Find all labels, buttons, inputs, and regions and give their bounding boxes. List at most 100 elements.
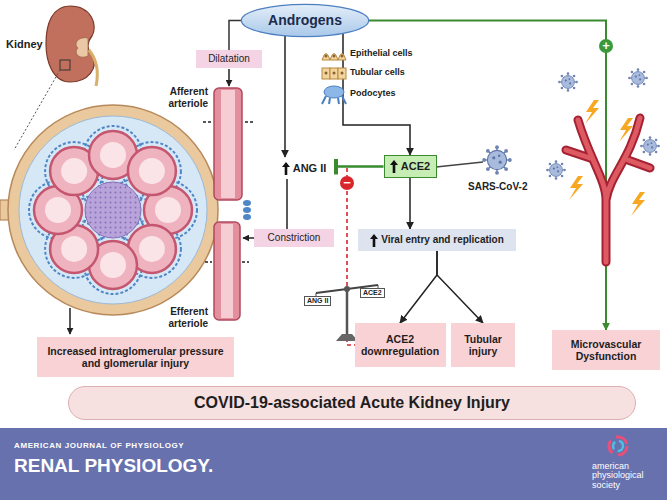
glomerulus-illustration: [85, 182, 141, 238]
cell-label: Epithelial cells: [350, 48, 413, 58]
effect-box: Constriction: [254, 229, 334, 247]
macula-densa: [243, 200, 251, 206]
epithelial-cell-icon: [341, 55, 344, 58]
lightning-icon: [585, 100, 599, 124]
virus-particles: [558, 72, 578, 92]
node-text: Viral entry and replication: [381, 234, 504, 246]
connector-arrow: [368, 21, 606, 331]
glomerulus-illustration: [8, 105, 218, 315]
text-holder: ANG II: [282, 162, 327, 175]
afferent-arteriole: [203, 121, 253, 123]
text-holder: Androgens: [268, 12, 342, 28]
lightning-icon: [631, 192, 645, 216]
tubular-cell-icon: [325, 72, 328, 75]
epithelial-cell-icon: [333, 55, 336, 58]
glomerulus-illustration: [155, 197, 181, 223]
macula-densa: [243, 214, 251, 220]
text-holder: ACE2 downregulation: [360, 333, 441, 357]
ellipse-outline: [241, 4, 368, 36]
constriction-arrow: [243, 237, 254, 239]
efferent-arteriole: [221, 224, 233, 318]
tubular-cell-icon: [338, 68, 346, 79]
stimulation-sign: +: [599, 39, 613, 53]
connector-arrow: [409, 178, 411, 229]
increase-arrow-symbol: [370, 234, 378, 247]
macula-densa: [243, 200, 251, 220]
part-label: Efferent arteriole: [150, 306, 208, 329]
afferent-arteriole: [203, 88, 253, 200]
mediator-label-box: ANG II: [272, 157, 336, 179]
glomerulus-illustration: [45, 142, 181, 278]
increase-arrow-symbol: [390, 160, 398, 173]
glomerulus-illustration: [19, 116, 207, 304]
virus-binding-line: [436, 162, 483, 167]
outcome-box: Microvascular Dysfunction: [552, 330, 660, 370]
injury-arrow: [69, 308, 71, 334]
node-text: Microvascular Dysfunction: [557, 338, 655, 362]
node-text: Dilatation: [208, 53, 250, 65]
connector-arrow: [286, 179, 288, 229]
vessel-icon: [566, 118, 650, 262]
virus-particles: [640, 136, 660, 156]
glomerulus-illustration: [61, 236, 87, 262]
connector-arrow: [437, 251, 483, 323]
inhibition-sign: −: [340, 176, 354, 190]
tubular-cell-icon: [322, 68, 346, 79]
epithelial-cell-icon: [322, 54, 346, 61]
text-holder: Increased intraglomerular pressure and g…: [42, 345, 229, 369]
inhibition-dashed-line: [347, 168, 355, 345]
process-box: Viral entry and replication: [358, 229, 516, 251]
node-text: Androgens: [268, 12, 342, 28]
glomerulus-illustration: [100, 252, 126, 278]
kidney-icon: [46, 6, 97, 86]
cell-label: Tubular cells: [350, 67, 405, 77]
vessel-icon: [566, 118, 650, 262]
efferent-arteriole: [205, 222, 249, 320]
glomerulus-illustration: [100, 142, 126, 168]
text-holder: Viral entry and replication: [370, 234, 504, 247]
lightning-icon: [569, 176, 583, 200]
text-holder: Dilatation: [208, 53, 250, 65]
glomerulus-illustration: [61, 158, 87, 184]
node-text: ANG II: [293, 162, 327, 175]
balance-scale-icon: [346, 289, 349, 336]
node-text: Tubular injury: [456, 333, 510, 357]
epithelial-cell-icon: [322, 54, 346, 61]
footer-band: [0, 428, 667, 500]
glomerulus-illustration: [45, 197, 71, 223]
connector-arrow: [284, 36, 286, 157]
virus-label: SARS-CoV-2: [468, 181, 527, 193]
tubular-cell-icon: [330, 68, 338, 79]
glomerulus-illustration: [34, 131, 192, 289]
outcome-box: Tubular injury: [451, 323, 515, 367]
outcome-box: Increased intraglomerular pressure and g…: [37, 337, 234, 377]
virus-particles: [546, 68, 660, 180]
tubular-cell-icon: [322, 68, 330, 79]
virus-particles: [628, 68, 648, 88]
organ-label: Kidney: [6, 38, 43, 51]
podocyte-icon: [324, 86, 344, 98]
hormone-ellipse: Androgens: [240, 3, 370, 38]
increase-arrow-symbol: [370, 234, 378, 247]
macula-densa: [243, 207, 251, 213]
text-holder: Tubular injury: [456, 333, 510, 357]
text-holder: ACE2: [390, 160, 430, 173]
kidney-icon: [76, 38, 88, 58]
dilatation-arrow: [228, 69, 230, 86]
virus-particles: [546, 160, 566, 180]
connector-arrow: [229, 21, 242, 51]
connector-arrow: [336, 165, 384, 168]
aps-logo: [609, 437, 627, 455]
glomerulus-illustration: [29, 126, 197, 294]
connector-arrow: [400, 251, 437, 323]
afferent-arteriole: [221, 90, 235, 198]
tubular-cell-icon: [341, 72, 344, 75]
glomerulus-illustration: [139, 236, 165, 262]
text-holder: COVID-19-associated Acute Kidney Injury: [194, 394, 510, 412]
text-holder: Microvascular Dysfunction: [557, 338, 655, 362]
summary-band: COVID-19-associated Acute Kidney Injury: [68, 386, 636, 420]
vessel-icon: [566, 118, 650, 262]
aps-logo: [609, 437, 627, 455]
kidney-icon: [89, 50, 97, 86]
